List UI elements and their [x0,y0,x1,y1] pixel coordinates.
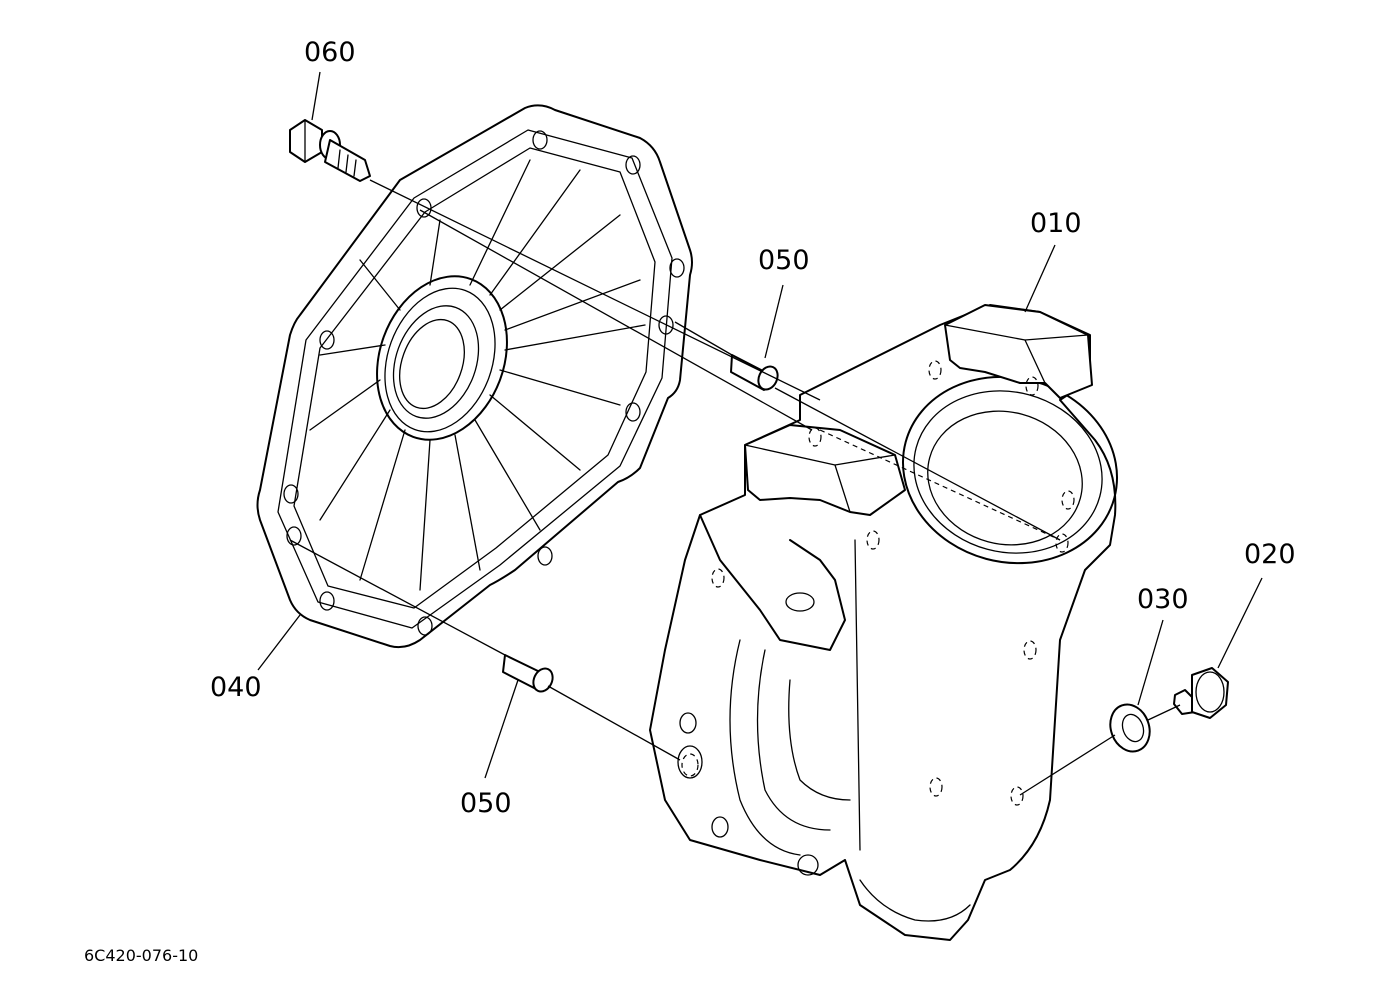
callout-060: 060 [304,37,356,68]
callout-040: 040 [210,672,262,703]
cover-ribs [309,159,646,591]
callout-010: 010 [1030,208,1082,239]
callout-030: 030 [1137,584,1189,615]
callout-050-bottom: 050 [460,788,512,819]
callout-leaders [257,71,1263,779]
drawing-number: 6C420-076-10 [84,946,198,965]
assembly-lines [289,179,1181,796]
bolt-060 [289,119,371,182]
washer-030 [1109,703,1151,753]
callout-050-top: 050 [758,245,810,276]
bolt-020 [1173,667,1229,719]
cover-plate-040 [256,104,693,649]
callout-020: 020 [1244,539,1296,570]
cover-bolt-holes [283,130,685,636]
cover-hub [376,275,508,441]
housing-010 [649,304,1119,941]
dowel-pin-050-bottom [502,654,554,693]
